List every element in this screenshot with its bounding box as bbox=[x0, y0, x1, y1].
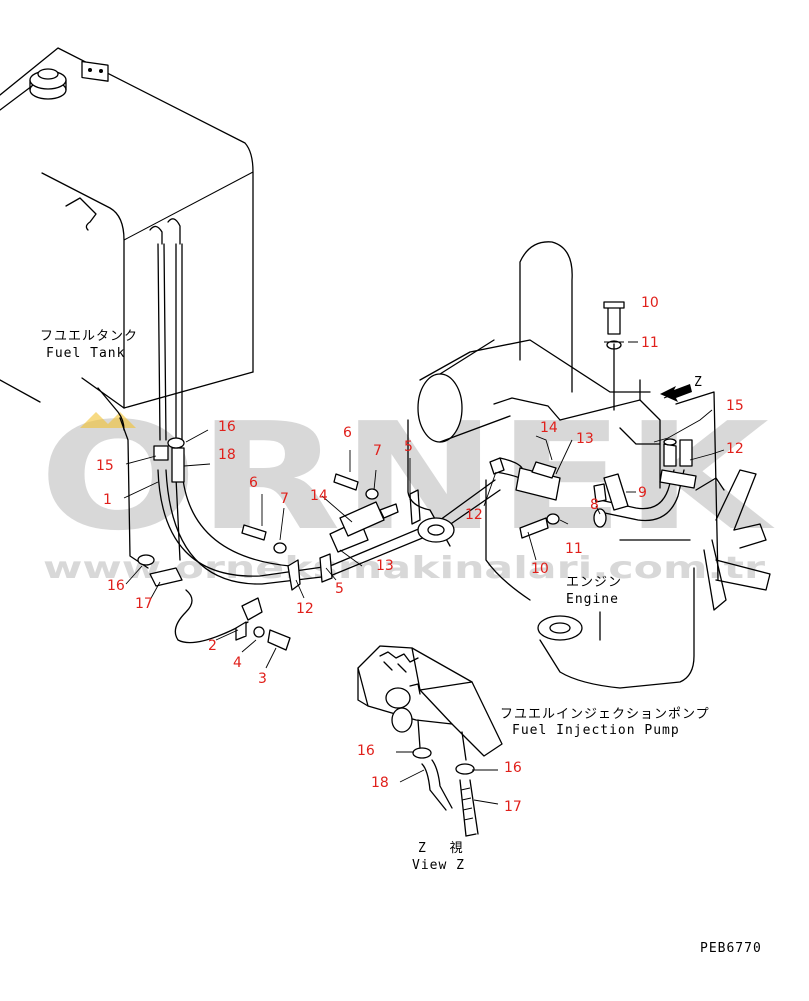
callout-p14a: 14 bbox=[540, 420, 558, 436]
injection-pump-drawing bbox=[357, 645, 503, 837]
part-callouts: 10 11 15 12 14 13 9 8 11 10 16 18 15 1 6… bbox=[96, 295, 744, 815]
pump-label-jp: フユエルインジェクションポンプ bbox=[500, 707, 710, 722]
callout-p10b: 10 bbox=[531, 561, 549, 577]
callout-p16a: 16 bbox=[218, 419, 236, 435]
text-labels: フユエルタンク Fuel Tank エンジン Engine フユエルインジェクシ… bbox=[40, 329, 762, 956]
callout-p12c: 12 bbox=[296, 601, 314, 617]
pump-label-en: Fuel Injection Pump bbox=[512, 723, 680, 738]
callout-p15b: 15 bbox=[96, 458, 114, 474]
engine-drawing bbox=[407, 241, 771, 689]
callout-p7a: 7 bbox=[373, 443, 382, 459]
drawing-code: PEB6770 bbox=[700, 941, 762, 956]
callout-p11a: 11 bbox=[641, 335, 659, 351]
callout-p16d: 16 bbox=[504, 760, 522, 776]
callout-p10a: 10 bbox=[641, 295, 659, 311]
view-z-arrow-icon bbox=[660, 384, 692, 402]
callout-p7b: 7 bbox=[280, 491, 289, 507]
callout-p17b: 17 bbox=[504, 799, 522, 815]
callout-p16b: 16 bbox=[107, 578, 125, 594]
callout-p3: 3 bbox=[258, 671, 267, 687]
fuel-tank-label-jp: フユエルタンク bbox=[40, 329, 138, 344]
fuel-tank-label-en: Fuel Tank bbox=[46, 346, 125, 361]
view-z-label-en: View Z bbox=[412, 858, 465, 873]
callout-p18a: 18 bbox=[218, 447, 236, 463]
callout-p14b: 14 bbox=[310, 488, 328, 504]
callout-p6b: 6 bbox=[249, 475, 258, 491]
callout-p6a: 6 bbox=[343, 425, 352, 441]
callout-p11b: 11 bbox=[565, 541, 583, 557]
leader-lines bbox=[123, 341, 725, 805]
view-z-label-jp: Z 視 bbox=[418, 841, 464, 856]
fuel-pipes bbox=[119, 243, 685, 644]
callout-p1: 1 bbox=[103, 492, 112, 508]
callout-p4: 4 bbox=[233, 655, 242, 671]
fuel-tank-drawing bbox=[0, 47, 254, 431]
callout-p13b: 13 bbox=[376, 558, 394, 574]
callout-p9: 9 bbox=[638, 485, 647, 501]
callout-p5a: 5 bbox=[404, 439, 413, 455]
callout-p5b: 5 bbox=[335, 581, 344, 597]
engine-label-en: Engine bbox=[566, 592, 619, 607]
callout-p17a: 17 bbox=[135, 596, 153, 612]
view-z-letter: Z bbox=[694, 375, 703, 390]
fittings bbox=[137, 301, 697, 651]
callout-p16c: 16 bbox=[357, 743, 375, 759]
callout-p2: 2 bbox=[208, 638, 217, 654]
callout-p12b: 12 bbox=[465, 507, 483, 523]
callout-p8: 8 bbox=[590, 497, 599, 513]
callout-p13a: 13 bbox=[576, 431, 594, 447]
callout-p15a: 15 bbox=[726, 398, 744, 414]
engine-label-jp: エンジン bbox=[566, 575, 622, 590]
callout-p18b: 18 bbox=[371, 775, 389, 791]
callout-p12a: 12 bbox=[726, 441, 744, 457]
